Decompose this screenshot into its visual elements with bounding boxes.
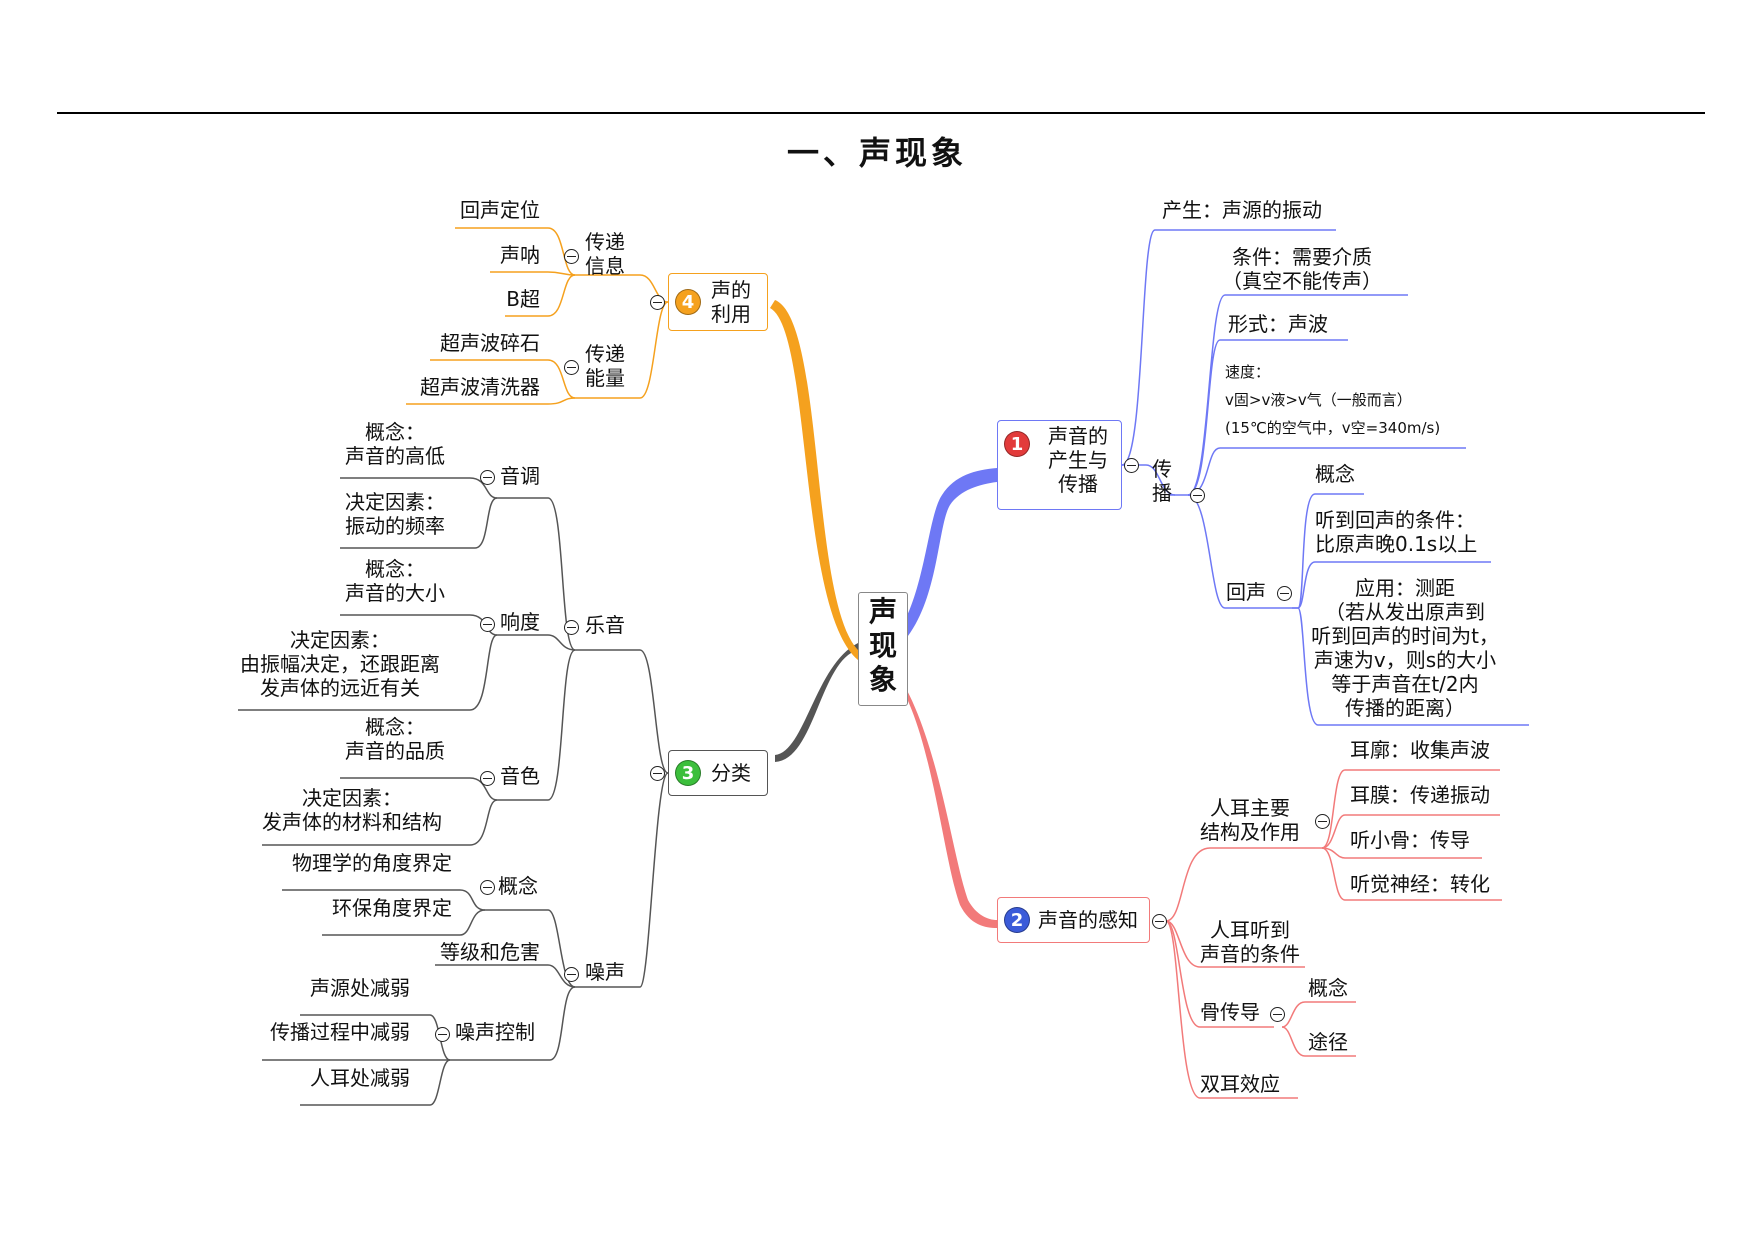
node-label: 声的 利用 xyxy=(711,278,751,326)
node-loudness-concept[interactable]: 概念： 声音的大小 xyxy=(345,557,445,605)
node-echo-condition[interactable]: 听到回声的条件： 比原声晚0.1s以上 xyxy=(1315,508,1478,556)
collapse-toggle[interactable] xyxy=(1277,586,1292,601)
collapse-toggle[interactable] xyxy=(564,360,579,375)
badge-2: 2 xyxy=(1004,907,1030,933)
collapse-toggle[interactable] xyxy=(650,766,665,781)
central-node[interactable]: 声 现 象 xyxy=(858,592,908,706)
node-ear-structure[interactable]: 人耳主要 结构及作用 xyxy=(1200,796,1300,844)
badge-4: 4 xyxy=(675,289,701,315)
node-classification[interactable]: 3 分类 xyxy=(668,750,768,796)
node-bone-path[interactable]: 途径 xyxy=(1308,1030,1348,1054)
node-echo-concept[interactable]: 概念 xyxy=(1315,462,1355,486)
node-label: 分类 xyxy=(711,761,751,785)
node-auricle[interactable]: 耳廓：收集声波 xyxy=(1350,738,1490,762)
node-musical-sound[interactable]: 乐音 xyxy=(585,613,625,637)
branch-4-trunk xyxy=(770,300,858,660)
collapse-toggle[interactable] xyxy=(480,617,495,632)
node-lithotripsy[interactable]: 超声波碎石 xyxy=(440,331,540,355)
branch-2-trunk xyxy=(880,652,997,928)
node-physics-definition[interactable]: 物理学的角度界定 xyxy=(292,851,452,875)
node-label: 声音的 产生与 传播 xyxy=(1048,424,1108,496)
node-pitch[interactable]: 音调 xyxy=(500,464,540,488)
collapse-toggle[interactable] xyxy=(435,1027,450,1042)
collapse-toggle[interactable] xyxy=(480,470,495,485)
node-timbre-factor[interactable]: 决定因素： 发声体的材料和结构 xyxy=(262,786,442,834)
badge-3: 3 xyxy=(675,760,701,786)
collapse-toggle[interactable] xyxy=(1270,1007,1285,1022)
node-sonar[interactable]: 声呐 xyxy=(500,243,540,267)
collapse-toggle[interactable] xyxy=(564,249,579,264)
node-timbre[interactable]: 音色 xyxy=(500,764,540,788)
node-timbre-concept[interactable]: 概念： 声音的品质 xyxy=(345,715,445,763)
badge-1: 1 xyxy=(1004,431,1030,457)
central-char: 声 xyxy=(868,595,897,628)
collapse-toggle[interactable] xyxy=(1190,488,1205,503)
node-noise[interactable]: 噪声 xyxy=(585,960,625,984)
node-propagation[interactable]: 传 播 xyxy=(1152,457,1172,505)
node-sound-production[interactable]: 1 声音的 产生与 传播 xyxy=(997,420,1122,510)
node-environment-definition[interactable]: 环保角度界定 xyxy=(332,896,452,920)
node-echo[interactable]: 回声 xyxy=(1226,580,1266,604)
branch-3-trunk xyxy=(775,643,858,762)
page-title: 一、声现象 xyxy=(786,134,967,172)
node-b-ultrasound[interactable]: B超 xyxy=(506,287,540,311)
collapse-toggle[interactable] xyxy=(480,880,495,895)
node-pitch-factor[interactable]: 决定因素： 振动的频率 xyxy=(345,490,445,538)
collapse-toggle[interactable] xyxy=(1315,814,1330,829)
top-rule xyxy=(57,112,1705,114)
node-speed[interactable]: 速度： v固>v液>v气（一般而言） (15℃的空气中，v空=340m/s) xyxy=(1225,363,1441,437)
collapse-toggle[interactable] xyxy=(564,967,579,982)
node-path-reduction[interactable]: 传播过程中减弱 xyxy=(270,1020,410,1044)
central-char: 现 xyxy=(868,629,897,662)
node-level-hazard[interactable]: 等级和危害 xyxy=(440,940,540,964)
node-transfer-energy[interactable]: 传递 能量 xyxy=(585,342,625,390)
collapse-toggle[interactable] xyxy=(650,295,665,310)
node-ultrasonic-cleaner[interactable]: 超声波清洗器 xyxy=(420,375,540,399)
node-loudness[interactable]: 响度 xyxy=(500,610,540,634)
node-label: 声音的感知 xyxy=(1038,908,1138,932)
node-ossicles[interactable]: 听小骨：传导 xyxy=(1350,828,1470,852)
node-binaural-effect[interactable]: 双耳效应 xyxy=(1200,1072,1280,1096)
node-echolocation[interactable]: 回声定位 xyxy=(460,198,540,222)
node-bone-conduction[interactable]: 骨传导 xyxy=(1200,1000,1260,1024)
node-noise-control[interactable]: 噪声控制 xyxy=(455,1020,535,1044)
collapse-toggle[interactable] xyxy=(1152,914,1167,929)
node-form[interactable]: 形式：声波 xyxy=(1228,312,1328,336)
collapse-toggle[interactable] xyxy=(564,620,579,635)
node-production[interactable]: 产生：声源的振动 xyxy=(1162,198,1322,222)
node-sound-perception[interactable]: 2 声音的感知 xyxy=(997,897,1150,943)
node-noise-concept[interactable]: 概念 xyxy=(498,874,538,898)
node-eardrum[interactable]: 耳膜：传递振动 xyxy=(1350,783,1490,807)
branch-1-trunk xyxy=(880,468,997,660)
node-echo-application[interactable]: 应用：测距 （若从发出原声到 听到回声的时间为t， 声速为v，则s的大小 等于声… xyxy=(1311,576,1499,720)
collapse-toggle[interactable] xyxy=(1124,458,1139,473)
node-sound-use[interactable]: 4 声的 利用 xyxy=(668,273,768,331)
node-hearing-condition[interactable]: 人耳听到 声音的条件 xyxy=(1200,918,1300,966)
node-loudness-factor[interactable]: 决定因素： 由振幅决定，还跟距离 发声体的远近有关 xyxy=(240,628,440,700)
node-pitch-concept[interactable]: 概念： 声音的高低 xyxy=(345,420,445,468)
central-char: 象 xyxy=(868,663,897,696)
node-source-reduction[interactable]: 声源处减弱 xyxy=(310,976,410,1000)
node-condition[interactable]: 条件：需要介质 （真空不能传声） xyxy=(1222,245,1382,293)
collapse-toggle[interactable] xyxy=(480,771,495,786)
node-ear-reduction[interactable]: 人耳处减弱 xyxy=(310,1066,410,1090)
node-auditory-nerve[interactable]: 听觉神经：转化 xyxy=(1350,872,1490,896)
node-transfer-info[interactable]: 传递 信息 xyxy=(585,230,625,278)
node-bone-concept[interactable]: 概念 xyxy=(1308,976,1348,1000)
